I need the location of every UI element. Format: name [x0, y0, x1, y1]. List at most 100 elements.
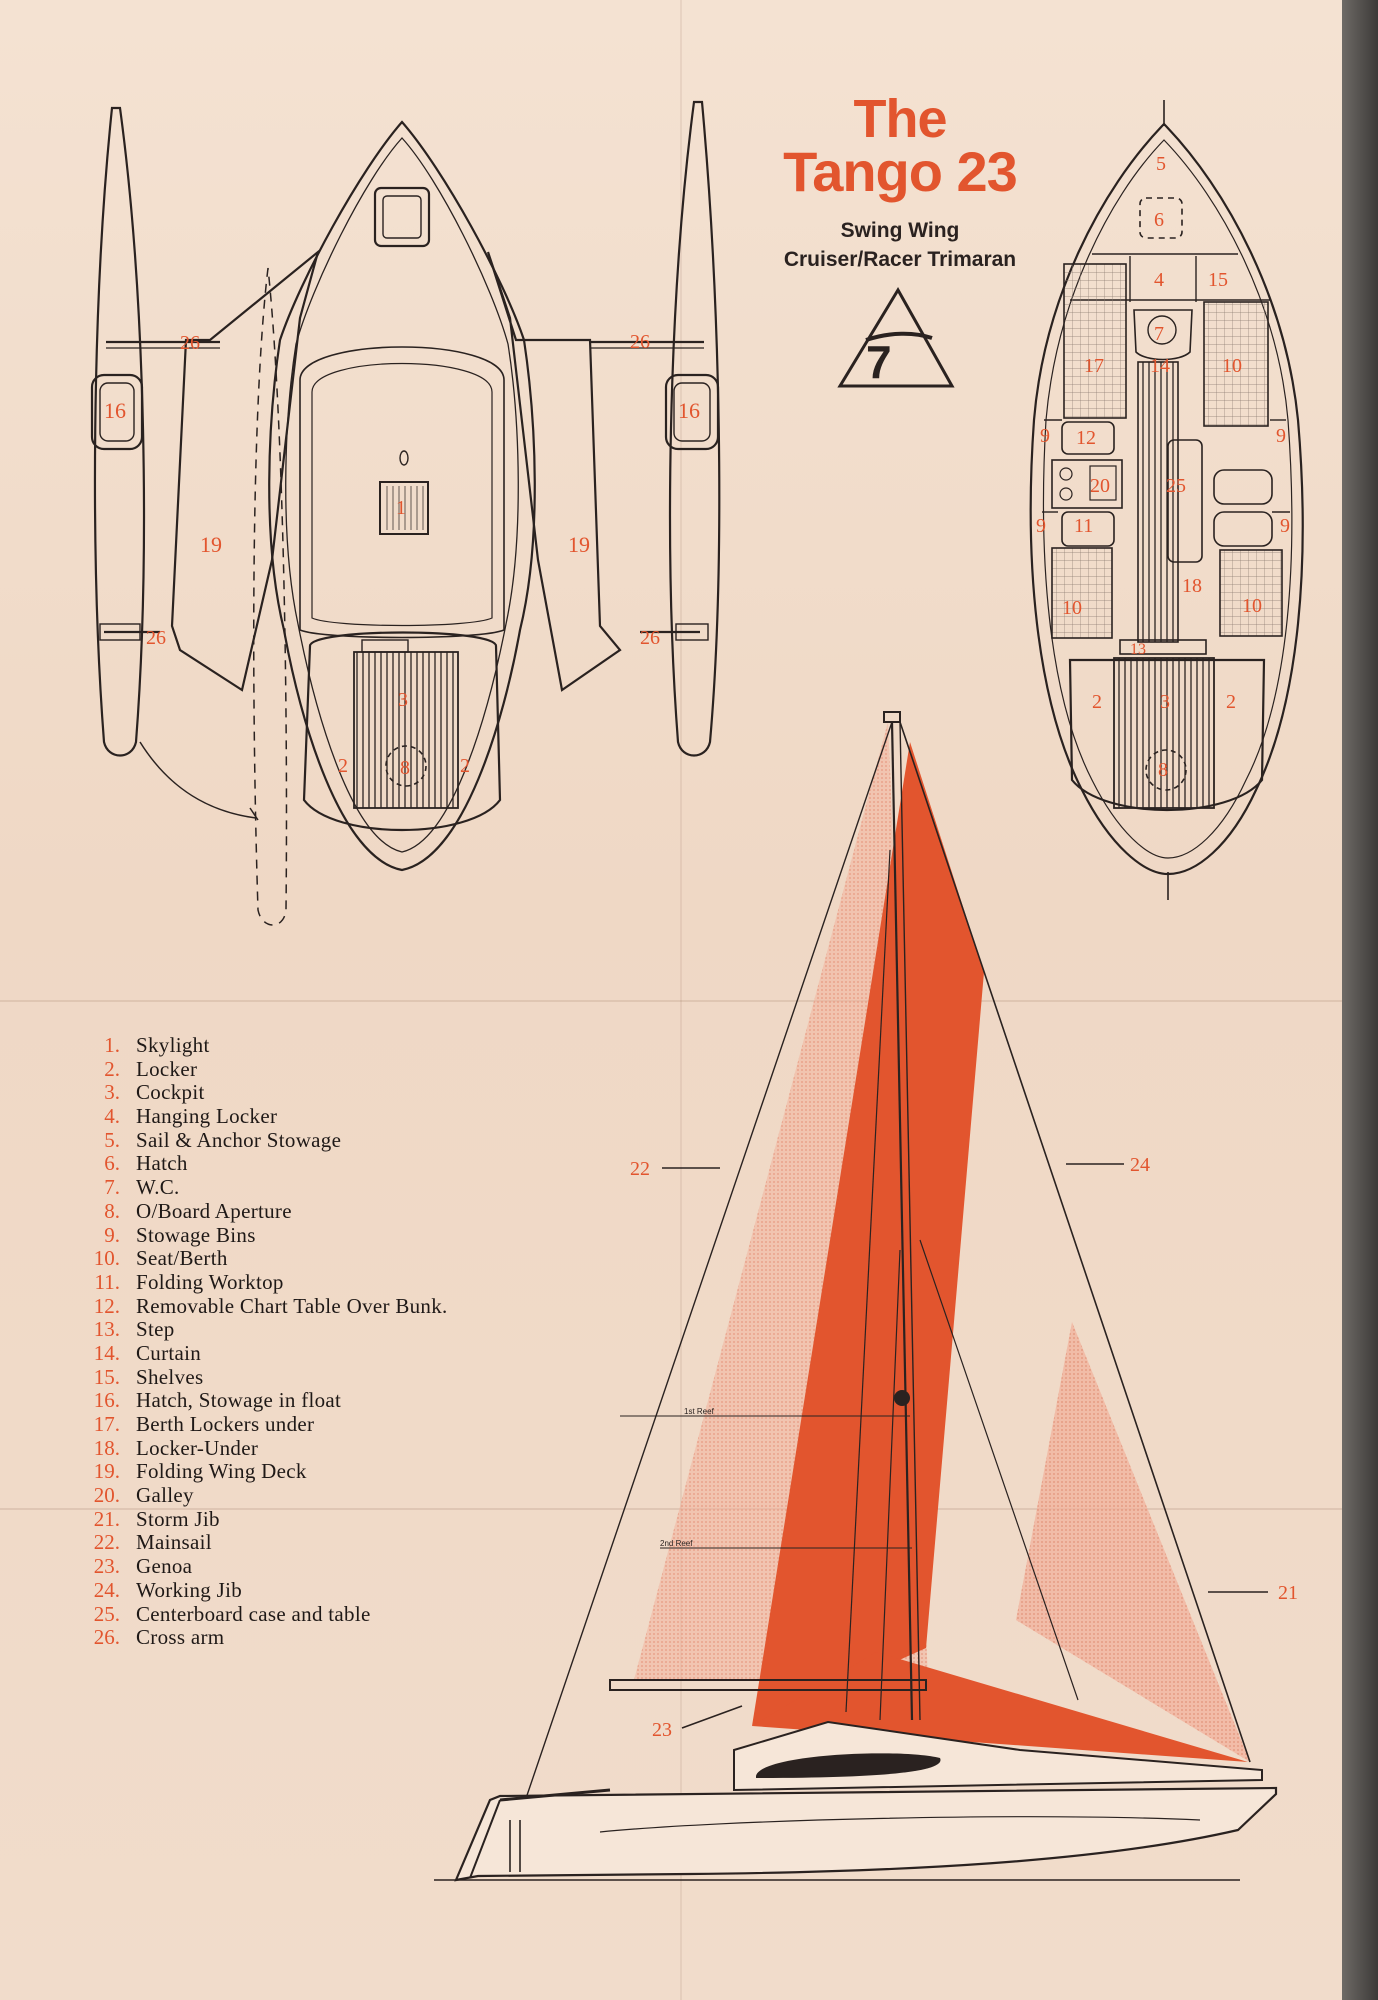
title-block: The Tango 23 Swing Wing Cruiser/Racer Tr… [740, 92, 1060, 275]
sail-callout: 23 [652, 1719, 672, 1741]
deck-label: 26 [180, 332, 200, 354]
legend-number: 26. [93, 1625, 120, 1650]
legend-item: 22. Mainsail [90, 1530, 212, 1555]
reef-labels: 1st Reef 2nd Reef [660, 1407, 715, 1548]
legend-number: 10. [93, 1246, 120, 1271]
page-edge-shadow [1342, 0, 1378, 2000]
accommodation-cockpit [1068, 658, 1266, 812]
title-model: Tango 23 [783, 140, 1018, 203]
forward-hatch [373, 186, 431, 248]
legend-item: 25.Centerboard case and table [90, 1602, 371, 1627]
accom-label: 4 [1154, 269, 1164, 291]
accom-label: 9 [1280, 515, 1290, 537]
legend-number: 12. [93, 1293, 120, 1318]
legend-item: 5.Sail & Anchor Stowage [90, 1127, 341, 1153]
legend-number: 5. [104, 1127, 120, 1152]
cockpit-sole [353, 651, 459, 809]
forehatch-outline [1139, 197, 1183, 239]
legend-number: 23. [93, 1554, 120, 1579]
legend-text: O/Board Aperture [136, 1198, 292, 1223]
legend-text: Centerboard case and table [136, 1601, 371, 1626]
deck-label: 16 [678, 398, 700, 423]
legend-text: Cockpit [136, 1080, 205, 1105]
boom [609, 1679, 927, 1691]
legend-number: 21. [93, 1506, 120, 1531]
legend-text: Seat/Berth [136, 1246, 228, 1271]
accom-label: 9 [1040, 425, 1050, 447]
subtitle-swing-wing: Swing Wing [840, 219, 960, 242]
hull-profile [454, 1786, 1278, 1882]
accom-label: 10 [1222, 355, 1242, 377]
deck-label: 26 [630, 331, 650, 353]
legend-item: 12. Removable Chart Table Over Bunk. [90, 1293, 448, 1319]
accom-label: 15 [1208, 269, 1228, 291]
accom-label: 7 [1154, 323, 1164, 345]
legend-item: 14.Curtain [90, 1341, 201, 1366]
legend-item: 13.Step [90, 1318, 175, 1342]
legend-text: Folding Wing Deck [136, 1459, 307, 1484]
accom-label: 11 [1074, 515, 1093, 537]
title-the: The [853, 89, 947, 149]
reef-label: 2nd Reef [660, 1539, 693, 1548]
legend-text: Step [136, 1317, 175, 1342]
accom-label: 13 [1130, 641, 1146, 658]
legend-item: 21.Storm Jib [90, 1506, 220, 1532]
accom-label: 17 [1084, 355, 1104, 377]
legend-text: Skylight [136, 1033, 210, 1057]
legend-number: 2. [104, 1056, 120, 1081]
cockpit-coaming [302, 631, 502, 832]
deck-plan-drawing [90, 100, 721, 926]
accom-label: 25 [1166, 475, 1186, 497]
accom-label: 12 [1076, 427, 1096, 449]
tango-logo-icon: 7 [837, 287, 955, 388]
legend-item: 19. Folding Wing Deck [90, 1459, 307, 1484]
legend-number: 15. [93, 1364, 120, 1389]
legend-text: Folding Worktop [136, 1269, 284, 1294]
sail-plan-callouts: 22 24 21 23 [630, 1154, 1298, 1741]
cabin-top [299, 346, 505, 639]
wc-outline [1133, 309, 1193, 361]
legend-item: 26.Cross arm [90, 1625, 224, 1650]
subtitle-type: Cruiser/Racer Trimaran [783, 248, 1017, 272]
wing-swing-path [252, 267, 288, 926]
legend-item: 10. Seat/Berth [90, 1246, 228, 1271]
accom-label: 20 [1090, 475, 1110, 497]
legend-text: Mainsail [136, 1530, 212, 1555]
legend-number: 22. [93, 1530, 120, 1555]
legend-item: 9.Stowage Bins [90, 1223, 255, 1248]
legend-text: Removable Chart Table Over Bunk. [136, 1293, 448, 1318]
legend-number: 1. [104, 1033, 120, 1057]
legend-number: 19. [93, 1459, 120, 1484]
accom-label: 8 [1158, 759, 1168, 781]
legend-item: 4.Hanging Locker [90, 1104, 277, 1129]
accom-label: 9 [1276, 425, 1286, 447]
legend-item: 20.Galley [90, 1483, 194, 1508]
legend-number: 17. [93, 1412, 120, 1436]
legend-text: Curtain [136, 1340, 202, 1365]
main-hull [268, 120, 536, 872]
legend-item: 18.Locker-Under [90, 1436, 258, 1461]
sail-plan-drawing [434, 711, 1278, 1882]
legend-text: Hatch, Stowage in float [136, 1388, 342, 1413]
deck-label: 26 [146, 627, 166, 649]
deck-label: 26 [640, 627, 660, 649]
left-float [93, 106, 146, 757]
sail-callout: 21 [1278, 1582, 1298, 1604]
accommodation-plan-labels: 5 6 4 15 7 17 14 10 12 9 9 20 25 11 9 9 … [1036, 153, 1290, 781]
deck-label: 1 [396, 497, 406, 519]
deck-label: 16 [104, 398, 126, 423]
right-float [668, 100, 721, 757]
legend-item: 16.Hatch, Stowage in float [90, 1389, 341, 1413]
accom-label: 18 [1182, 575, 1202, 597]
left-float-hatch [90, 373, 144, 451]
mainsail-sail [752, 742, 984, 1726]
legend-text: Shelves [136, 1364, 204, 1389]
accom-label: 2 [1092, 691, 1102, 713]
deck-label: 2 [460, 755, 470, 777]
legend-item: 3.Cockpit [90, 1081, 204, 1105]
paper-fold-line [0, 1000, 1342, 1002]
accommodation-plan-drawing [1029, 100, 1304, 900]
